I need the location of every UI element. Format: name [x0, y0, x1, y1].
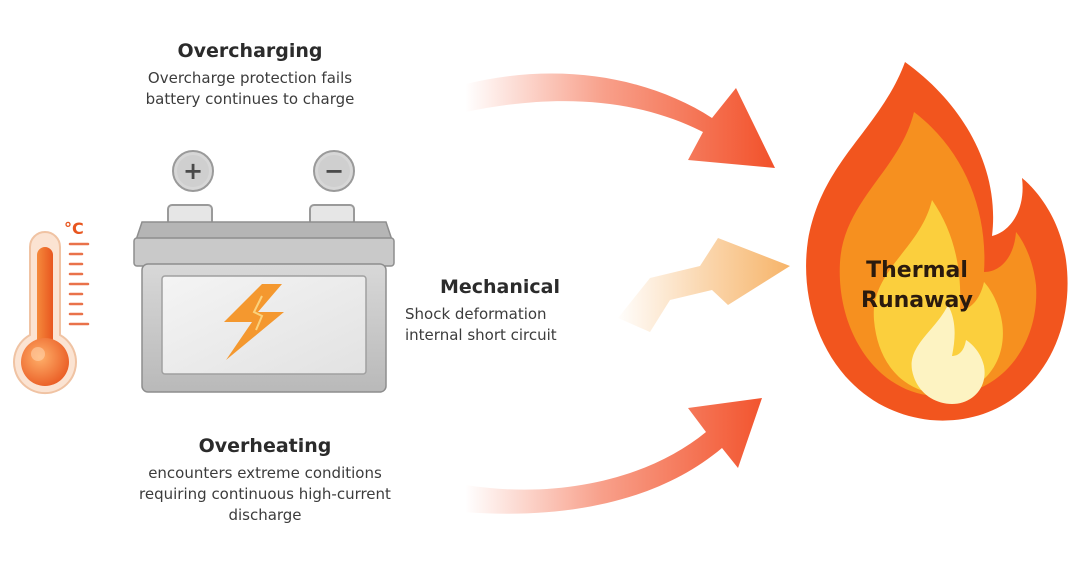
arrow-overcharging-icon — [462, 73, 775, 168]
thermal-runaway-label: Thermal Runaway — [842, 256, 992, 316]
cause-description-line: Shock deformation — [405, 305, 547, 323]
cause-description: Shock deformation internal short circuit — [405, 304, 595, 346]
cause-description-line: discharge — [228, 506, 302, 524]
arrow-overheating-icon — [462, 398, 762, 514]
cause-description-line: internal short circuit — [405, 326, 557, 344]
plus-terminal-icon: + — [172, 150, 214, 192]
cause-description-line: battery continues to charge — [145, 90, 355, 108]
thermometer-unit-label: °C — [64, 219, 84, 238]
flame-icon — [806, 62, 1068, 421]
cause-description: encounters extreme conditions requiring … — [100, 463, 430, 526]
cause-description-line: encounters extreme conditions — [148, 464, 382, 482]
cause-overheating: Overheating encounters extreme condition… — [100, 435, 430, 526]
cause-mechanical: Mechanical Shock deformation internal sh… — [405, 276, 595, 346]
cause-title: Overcharging — [177, 40, 323, 62]
cause-overcharging: Overcharging Overcharge protection fails… — [120, 40, 380, 110]
cause-title: Mechanical — [439, 276, 561, 298]
cause-description: Overcharge protection fails battery cont… — [120, 68, 380, 110]
cause-description-line: requiring continuous high-current — [139, 485, 391, 503]
result-label-line: Thermal — [866, 258, 968, 283]
thermometer-icon: °C — [13, 219, 90, 395]
minus-terminal-icon: − — [313, 150, 355, 192]
cause-title: Overheating — [198, 435, 332, 457]
svg-text:+: + — [183, 157, 203, 185]
arrow-mechanical-icon — [618, 238, 790, 332]
cause-description-line: Overcharge protection fails — [147, 69, 353, 87]
battery-icon: + − — [133, 150, 395, 393]
svg-text:−: − — [324, 157, 344, 185]
result-label-line: Runaway — [861, 288, 973, 313]
lightning-icon — [224, 284, 284, 360]
